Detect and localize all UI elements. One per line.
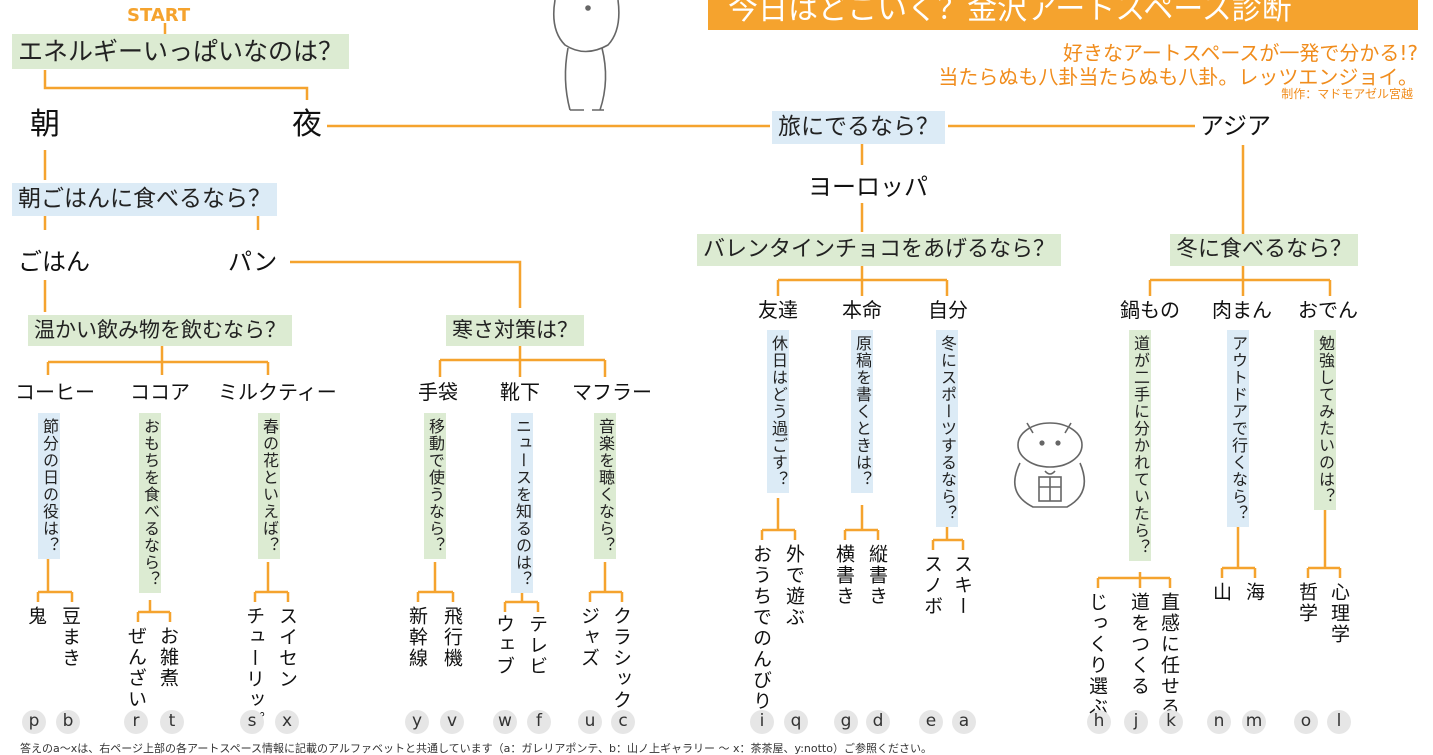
option-milktea: ミルクティー [218, 380, 337, 404]
option-coffee: コーヒー [15, 380, 95, 404]
answer-intuition: 直感に任せる [1158, 592, 1180, 718]
result-letter: e [919, 710, 943, 734]
answer-shinkansen: 新幹線 [406, 606, 428, 669]
question-setsubun: 節分の日の役は？ [38, 413, 60, 559]
result-letter: h [1087, 710, 1111, 734]
start-label: START [127, 5, 191, 26]
result-letter: p [22, 710, 46, 734]
result-letter: s [240, 710, 264, 734]
result-letter: g [834, 710, 858, 734]
answer-mamemaki: 豆まき [59, 606, 81, 669]
answer-tategaki: 縦書き [866, 544, 888, 607]
result-letter: b [56, 710, 80, 734]
title-text: 今日はどこいく？金沢アートスペース診断 [728, 0, 1292, 27]
question-outdoor: アウトドアで行くなら？ [1227, 330, 1249, 527]
answer-oni: 鬼 [25, 606, 47, 627]
result-letter: t [160, 710, 184, 734]
question-holiday: 休日はどう過ごす？ [767, 330, 789, 493]
question-travel: 旅にでるなら？ [772, 111, 945, 144]
result-letter: k [1159, 710, 1183, 734]
answer-yokogaki: 横書き [833, 544, 855, 607]
result-letter: w [493, 710, 517, 734]
option-bread: パン [228, 248, 278, 276]
answer-outside: 外で遊ぶ [783, 544, 805, 628]
answer-sea: 海 [1243, 582, 1265, 603]
option-morning: 朝 [30, 107, 60, 142]
answer-suisen: スイセン [276, 606, 298, 690]
result-letter: r [124, 710, 148, 734]
result-letter: j [1124, 710, 1148, 734]
option-asia: アジア [1200, 112, 1272, 140]
option-gloves: 手袋 [418, 380, 458, 404]
question-study: 勉強してみたいのは？ [1314, 330, 1336, 510]
option-cocoa: ココア [130, 380, 190, 404]
answer-choose-carefully: じっくり選ぶ [1086, 592, 1108, 718]
result-letter: f [527, 710, 551, 734]
option-nabe: 鍋もの [1120, 298, 1180, 322]
question-news: ニュースを知るのは？ [511, 413, 533, 593]
footer-note: 答えのa〜xは、右ページ上部の各アートスペース情報に記載のアルファベットと共通し… [20, 742, 932, 755]
question-cold: 寒さ対策は？ [446, 315, 584, 346]
option-oden: おでん [1298, 298, 1358, 322]
subtitle-line-2: 当たらぬも八卦当たらぬも八卦。レッツエンジョイ。 [938, 65, 1418, 89]
answer-mountain: 山 [1210, 582, 1232, 603]
question-energy: エネルギーいっぱいなのは？ [12, 34, 350, 69]
question-breakfast: 朝ごはんに食べるなら？ [12, 183, 277, 216]
option-honmei: 本命 [842, 298, 882, 322]
option-europe: ヨーロッパ [808, 173, 928, 201]
answer-web: ウェブ [493, 614, 515, 677]
credit-text: 制作：マドモアゼル宮越 [1281, 87, 1413, 101]
question-mochi: おもちを食べるなら？ [139, 413, 161, 593]
result-letter: n [1207, 710, 1231, 734]
answer-airplane: 飛行機 [441, 606, 463, 669]
answer-jazz: ジャズ [578, 606, 600, 669]
answer-make-road: 道をつくる [1128, 592, 1150, 697]
result-letter: y [405, 710, 429, 734]
answer-zenzai: ぜんざい [125, 626, 147, 710]
option-rice: ごはん [18, 248, 90, 276]
answer-psychology: 心理学 [1328, 582, 1350, 645]
result-letter: l [1327, 710, 1351, 734]
title-banner: 今日はどこいく？金沢アートスペース診断 [708, 0, 1418, 30]
result-letter: c [611, 710, 635, 734]
option-socks: 靴下 [500, 380, 540, 404]
answer-snowboard: スノボ [921, 554, 943, 617]
option-friend: 友達 [758, 298, 798, 322]
option-night: 夜 [292, 107, 322, 142]
question-valentine: バレンタインチョコをあげるなら？ [697, 234, 1062, 266]
option-muffler: マフラー [572, 380, 652, 404]
question-fork-road: 道が二手に分かれていたら？ [1129, 330, 1151, 561]
result-letter: m [1242, 710, 1266, 734]
result-letter: a [952, 710, 976, 734]
question-transport: 移動で使うなら？ [424, 413, 446, 559]
result-letter: d [866, 710, 890, 734]
question-spring-flower: 春の花といえば？ [258, 413, 280, 559]
answer-philosophy: 哲学 [1296, 582, 1318, 624]
question-winter-food: 冬に食べるなら？ [1170, 234, 1359, 266]
result-letter: v [440, 710, 464, 734]
question-manuscript: 原稿を書くときは？ [851, 330, 873, 493]
question-winter-sports: 冬にスポーツするなら？ [936, 330, 958, 527]
cat-illustration-standing [552, 0, 620, 111]
result-letter: q [784, 710, 808, 734]
option-nikuman: 肉まん [1212, 298, 1272, 322]
result-letter: x [275, 710, 299, 734]
result-letter: i [750, 710, 774, 734]
answer-tv: テレビ [526, 614, 548, 677]
result-letter: o [1294, 710, 1318, 734]
answer-home: おうちでのんびり [750, 544, 772, 712]
question-warm-drink: 温かい飲み物を飲むなら？ [28, 315, 292, 346]
answer-tulip: チューリップ [243, 606, 265, 732]
cat-with-gift-illustration [1013, 422, 1086, 508]
result-letter: u [578, 710, 602, 734]
answer-classic: クラシック [610, 606, 632, 711]
answer-ozouni: お雑煮 [157, 626, 179, 689]
answer-ski: スキー [951, 554, 973, 617]
question-music: 音楽を聴くなら？ [594, 413, 616, 559]
option-self: 自分 [928, 298, 968, 322]
subtitle-line-1: 好きなアートスペースが一発で分かる!? [1062, 41, 1418, 65]
